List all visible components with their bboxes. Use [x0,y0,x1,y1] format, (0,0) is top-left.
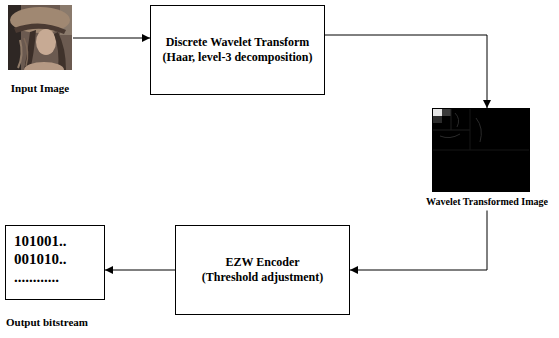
process-box: Discrete Wavelet Transform(Haar, level-3… [150,5,325,95]
bitstream-box: 101001.. 001010.. ............Output bit… [5,225,105,300]
input-image: Input Image [7,5,73,96]
wavelet-image [432,108,530,192]
photo-face [36,29,56,55]
box-subheading: (Haar, level-3 decomposition) [163,50,313,65]
subband-edge [433,130,470,131]
photo-ground [8,5,72,70]
transformed-image: Wavelet Transformed Image [418,108,556,209]
image-area [7,5,73,82]
box-heading: Discrete Wavelet Transform [166,35,310,50]
photo-shoulder [24,62,64,70]
subband-edge [451,109,452,130]
image-area [418,108,556,196]
photo-feather [24,38,28,66]
detail-subband [433,116,442,123]
detail-trace [440,113,481,142]
bitstream-text: 101001.. 001010.. ............ [14,232,94,286]
flow-arrow [350,211,487,271]
subband-edge [433,150,529,151]
approx-subband [433,109,442,116]
box-subheading: (Threshold adjustment) [202,270,323,285]
flow-arrow [73,38,150,39]
flow-arrow [325,35,487,108]
wavelet-ground [432,108,530,192]
process-box: EZW Encoder(Threshold adjustment) [175,225,350,315]
box-heading: EZW Encoder [225,255,299,270]
output-caption: Output bitstream [6,316,88,330]
photo-hat [10,7,70,33]
image-caption: Wavelet Transformed Image [418,196,556,209]
detail-subband [442,109,451,116]
input-photo [8,5,72,70]
subband-edge [470,109,471,150]
flow-arrow [105,270,175,271]
image-caption: Input Image [7,82,73,96]
photo-feather [18,40,22,68]
